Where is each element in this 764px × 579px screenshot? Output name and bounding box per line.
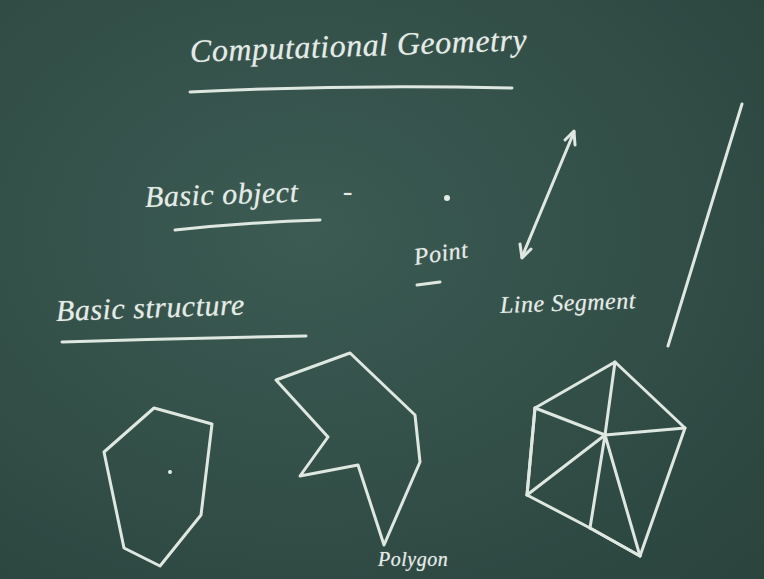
subdivision <box>527 362 685 556</box>
object-label: Line Segment <box>500 287 637 318</box>
line <box>668 104 742 346</box>
structure-label: Polygon <box>378 548 448 570</box>
underline <box>62 336 306 342</box>
title-underline <box>190 87 512 92</box>
underline <box>175 220 320 230</box>
arrow-head <box>565 131 575 145</box>
section-heading: Basic object <box>144 175 299 213</box>
point-dot <box>444 195 450 201</box>
convex-polygon <box>104 408 212 566</box>
arrow-head <box>520 244 531 258</box>
underline <box>417 282 440 285</box>
board-title: Computational Geometry <box>189 22 527 69</box>
line-segment <box>522 132 574 257</box>
section-heading: Basic structure <box>55 287 245 327</box>
dash-mark: - <box>343 176 353 207</box>
point-dot <box>168 470 172 474</box>
object-label: Point <box>412 237 470 271</box>
simple-polygon <box>276 353 420 545</box>
